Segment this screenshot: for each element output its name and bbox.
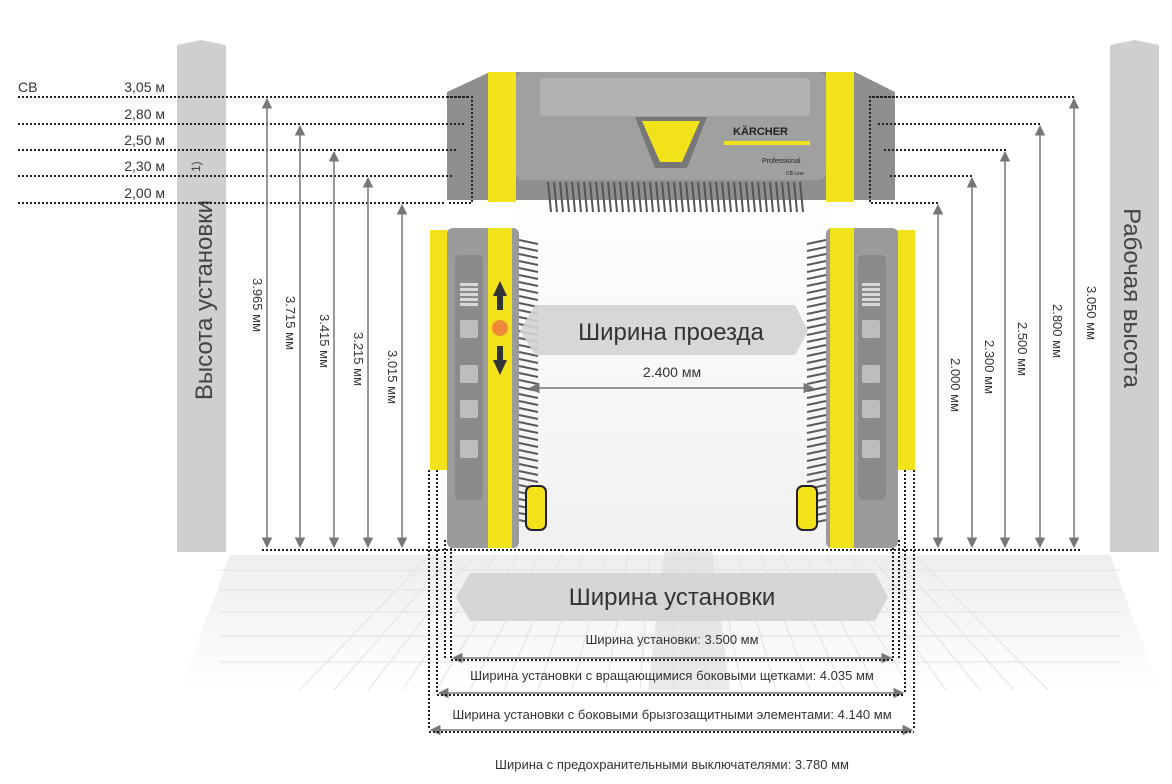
working-height-value: 2.300 мм [982, 340, 997, 394]
working-height-value: 2.000 мм [948, 358, 963, 412]
right-axis-title: Рабочая высота [1118, 208, 1145, 388]
install-width-title: Ширина установки [569, 584, 775, 611]
install-width-block: Ширина установки [456, 573, 888, 621]
model-label: Professional [762, 158, 801, 165]
height-class-value: 2,80 м [124, 106, 165, 122]
height-class-value: 2,00 м [124, 185, 165, 201]
width-label: Ширина с предохранительными выключателям… [495, 757, 849, 772]
width-label: Ширина установки с вращающимися боковыми… [470, 668, 874, 683]
line-label: CB Line [786, 171, 804, 177]
height-class-value: 2,50 м [124, 132, 165, 148]
install-height-value: 3.415 мм [317, 314, 332, 368]
passage-value: 2.400 мм [643, 364, 701, 380]
height-class-value: 3,05 м [124, 79, 165, 95]
left-axis-title: Высота установки [191, 200, 218, 400]
passage-title: Ширина проезда [578, 319, 764, 346]
width-dimensions: Ширина установки: 3.500 мм Ширина установ… [428, 470, 915, 772]
working-height-value: 2.800 мм [1050, 304, 1065, 358]
height-dimensions: 3.965 мм 3.715 мм 3.415 мм 3.215 мм 3.015 мм… [250, 97, 1099, 549]
height-class-label: CB [18, 79, 37, 95]
car-wash-machine: KÄRCHER Professional CB Line [430, 72, 915, 548]
left-axis-bar [177, 45, 226, 552]
height-class-value: 2,30 м [124, 158, 165, 174]
install-height-value: 3.715 мм [283, 296, 298, 350]
install-height-value: 3.215 мм [351, 332, 366, 386]
passage-width-block: Ширина проезда 2.400 мм [520, 305, 815, 394]
install-height-value: 3.015 мм [385, 350, 400, 404]
left-axis-superscript: 1) [189, 161, 203, 172]
width-label: Ширина установки с боковыми брызгозащитн… [452, 707, 891, 722]
level-lines: 3,05 м CB 2,80 м 2,50 м 2,30 м 2,00 м [18, 79, 1080, 551]
width-label: Ширина установки: 3.500 мм [585, 632, 758, 647]
brand-logo: KÄRCHER [733, 125, 788, 138]
right-axis-bar [1110, 45, 1159, 552]
working-height-value: 3.050 мм [1084, 286, 1099, 340]
working-height-value: 2.500 мм [1015, 322, 1030, 376]
install-height-value: 3.965 мм [250, 278, 265, 332]
